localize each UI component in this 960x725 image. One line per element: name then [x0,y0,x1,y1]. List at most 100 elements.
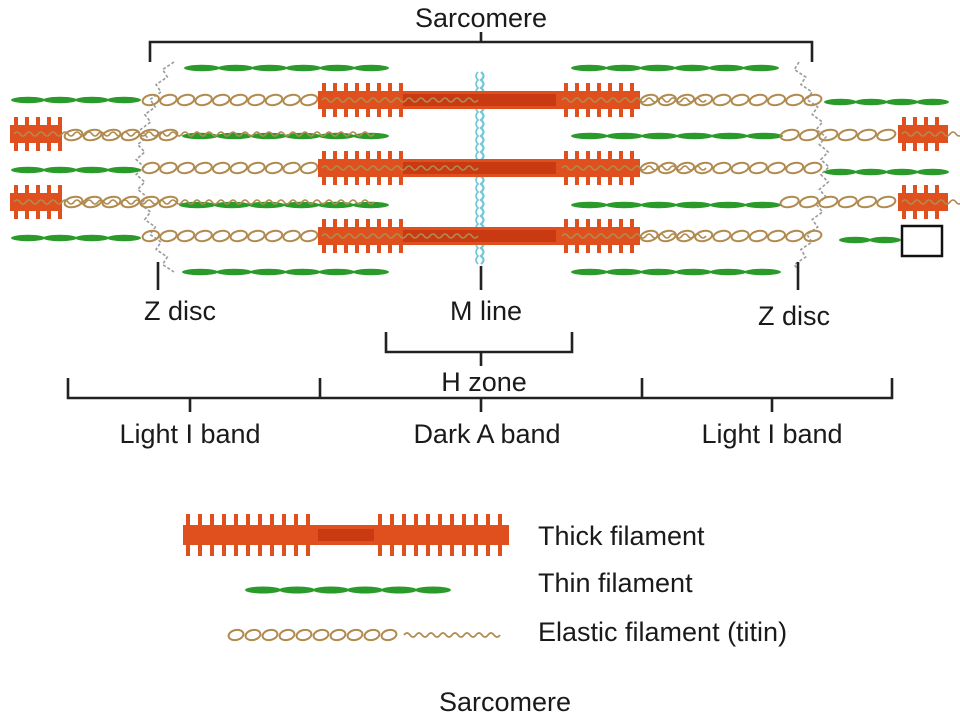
titin-wave [561,233,707,239]
myosin-head [564,83,568,117]
titin-coil [282,93,301,107]
thin-filament [11,166,141,174]
titin-coil [158,195,179,209]
thick-filament [10,117,375,151]
legend-myosin-head [462,514,466,556]
legend-myosin-head [498,514,502,556]
titin-coil [779,128,800,142]
titin-coil [803,161,823,175]
titin-coil [657,161,677,175]
light-i-band-right-label: Light I band [701,419,842,449]
thin-filament [182,268,389,276]
titin-coil [212,229,231,243]
titin-coil [798,195,820,209]
legend-myosin-head [426,514,430,556]
myosin-head [564,219,568,253]
titin-coil [247,229,266,243]
titin-coil [159,93,178,107]
titin-coil [779,195,800,209]
z-disc-left-label: Z disc [144,296,216,326]
myosin-head [630,83,634,117]
titin-coil [767,161,786,175]
legend-thin-segment [381,586,417,594]
titin-coil [837,128,858,142]
legend-myosin-head [282,514,286,556]
m-line-label: M line [450,296,522,326]
legend-thin-segment [245,586,281,594]
myosin-head [902,117,906,151]
titin-coil [676,161,695,175]
titin-coil [282,161,301,175]
myosin-head [377,83,381,117]
titin-coil [639,229,659,243]
titin-coil [194,93,213,107]
thin-filament [824,168,949,176]
titin-coil [785,161,805,175]
myosin-head [586,83,590,117]
titin-coil [785,229,805,243]
legend-thin-segment [347,586,383,594]
thin-filament [571,132,783,140]
titin-coil [300,161,319,175]
myosin-head [388,151,392,185]
titin-coil [247,93,266,107]
myosin-head [564,151,568,185]
titin-wave [13,199,375,205]
titin-filament [639,229,823,243]
titin-coil [730,93,750,107]
legend-titin-coil [261,628,279,642]
z-disc-right-label: Z disc [758,301,830,331]
titin-wave [13,131,375,137]
band-brackets [66,378,894,412]
myosin-head [575,83,579,117]
titin-coil [657,229,677,243]
thick-filament [318,83,707,117]
legend-marks [183,514,509,642]
titin-coil [159,229,178,243]
myosin-head [377,219,381,253]
thick-filament [318,151,707,185]
legend-myosin-head [390,514,394,556]
myosin-head [366,219,370,253]
myosin-head [366,83,370,117]
titin-coil [748,93,768,107]
titin-coil [803,229,823,243]
thin-filament [824,98,949,106]
myosin-head [14,117,18,151]
titin-coil [730,161,750,175]
highlight-box [900,224,944,258]
myosin-head [586,219,590,253]
titin-coil [767,93,786,107]
legend-titin-coil [227,628,245,642]
myosin-head [902,185,906,219]
titin-coil [229,93,248,107]
myosin-head [630,219,634,253]
legend-thin-label: Thin filament [538,568,693,598]
titin-coil [856,128,878,142]
titin-coil [229,229,248,243]
myosin-head [575,151,579,185]
titin-coil [712,93,732,107]
titin-coil [264,229,284,243]
legend-titin-coil [312,628,330,642]
legend-myosin-head [450,514,454,556]
titin-coil [63,128,84,142]
titin-coil [657,93,677,107]
legend-myosin-head [486,514,490,556]
titin-coil [120,195,141,209]
titin-filament [141,93,319,107]
thick-filament [898,117,960,151]
thin-filament [839,236,901,244]
titin-coil [712,161,732,175]
legend-titin-coil [244,628,262,642]
titin-filament [779,195,897,209]
myosin-head [586,151,590,185]
titin-filament [63,128,179,142]
titin-coil [748,229,768,243]
legend-myosin-head [474,514,478,556]
legend-thin-segment [313,586,349,594]
titin-coil [876,128,897,142]
titin-coil [176,229,196,243]
